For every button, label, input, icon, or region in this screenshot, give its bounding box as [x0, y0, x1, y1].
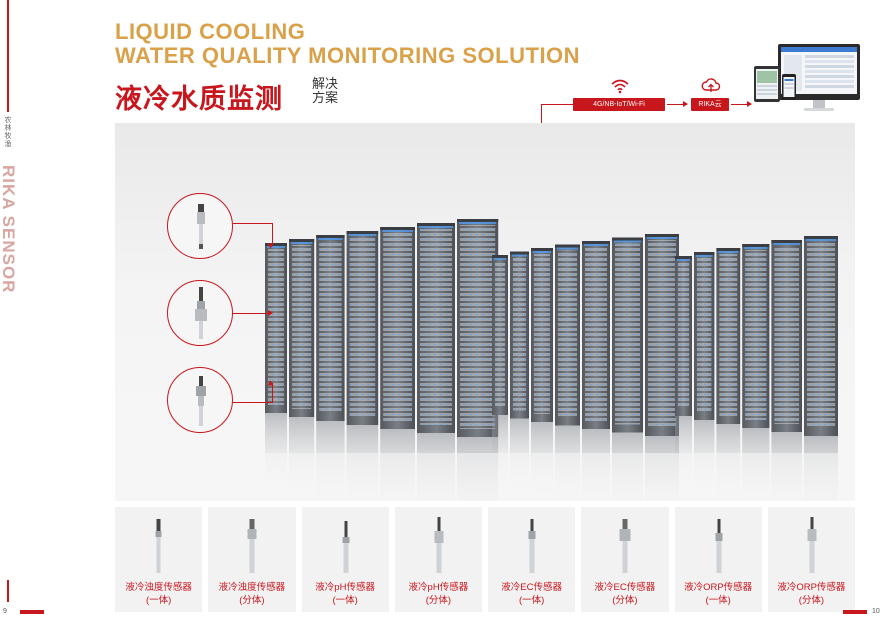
title-line-1: LIQUID COOLING: [115, 19, 306, 44]
probe-callout-3: [167, 367, 233, 433]
product-name: 液冷ORP传感器: [777, 582, 846, 593]
product-name: 液冷ORP传感器: [684, 582, 753, 593]
product-card: 液冷EC传感器 (一体): [488, 507, 576, 612]
flow-arrow-2: [731, 101, 752, 107]
page-accent-left: [20, 610, 44, 614]
title-chinese: 液冷水质监测: [115, 84, 283, 114]
sensor-probe-icon: [619, 519, 631, 573]
sensor-probe-icon: [434, 517, 444, 573]
sensor-probe-icon: [155, 519, 162, 573]
product-name: 液冷EC传感器: [501, 582, 562, 593]
product-variant: (一体): [332, 595, 358, 606]
sensor-probe-icon: [807, 517, 817, 573]
probe-icon: [196, 376, 206, 426]
product-card: 液冷ORP传感器 (分体): [767, 507, 855, 612]
callout-arrow-3: [267, 380, 274, 386]
cloud-label-box: RIKA云: [691, 98, 729, 111]
product-variant: (分体): [425, 595, 452, 606]
title-english: LIQUID COOLING WATER QUALITY MONITORING …: [115, 20, 580, 68]
sensor-probe-icon: [715, 519, 722, 573]
sensor-probe-icon: [342, 521, 349, 573]
product-name: 液冷pH传感器: [408, 582, 469, 593]
cloud-upload-icon: [701, 78, 721, 92]
product-card: 液冷浊度传感器 (一体): [115, 507, 203, 612]
product-name: 液冷浊度传感器: [218, 582, 286, 593]
product-card: 液冷ORP传感器 (一体): [674, 507, 762, 612]
product-variant: (分体): [798, 595, 825, 606]
callout-arrow-1: [267, 243, 274, 249]
product-card: 液冷EC传感器 (分体): [581, 507, 669, 612]
product-variant: (分体): [612, 595, 638, 606]
brand-name: RIKA SENSOR: [0, 165, 18, 294]
product-card: 液冷pH传感器 (一体): [301, 507, 389, 612]
rail-accent-line-bottom: [7, 580, 9, 602]
product-name: 液冷浊度传感器: [125, 582, 192, 593]
flow-connector-horizontal: [541, 104, 573, 105]
network-label-box: 4G/NB-IoT/Wi-Fi: [573, 98, 665, 111]
probe-icon: [197, 204, 205, 249]
title-sub-line-2: 方案: [312, 90, 339, 105]
title-chinese-sub: 解决 方案: [312, 77, 338, 105]
product-card: 液冷pH传感器 (分体): [394, 507, 482, 612]
product-name: 液冷pH传感器: [315, 582, 375, 593]
product-name: 液冷EC传感器: [594, 582, 656, 593]
page-accent-right: [843, 610, 867, 614]
callout-connector-1: [233, 223, 272, 224]
brand-vertical: RIKA SENSOR: [0, 165, 20, 325]
page-number-left: 9: [3, 608, 7, 615]
title-sub-line-1: 解决: [312, 76, 339, 91]
product-variant: (一体): [518, 595, 545, 606]
category-label: 农林牧渔: [4, 117, 12, 148]
callout-connector-3b: [272, 383, 273, 403]
monitoring-devices-icon: [754, 44, 860, 111]
callout-connector-1b: [272, 223, 273, 245]
title-line-2: WATER QUALITY MONITORING SOLUTION: [115, 43, 581, 68]
wifi-icon: [611, 79, 629, 94]
product-card: 液冷浊度传感器 (分体): [208, 507, 296, 612]
sensor-probe-icon: [247, 519, 257, 573]
product-variant: (一体): [145, 595, 172, 606]
probe-icon: [195, 287, 207, 339]
probe-callout-1: [167, 193, 233, 259]
sensor-probe-icon: [528, 519, 536, 573]
server-racks-illustration: [115, 219, 855, 501]
flow-arrow-1: [667, 101, 688, 107]
probe-callout-2: [167, 280, 233, 346]
product-variant: (分体): [239, 595, 265, 606]
server-room-image: [115, 123, 855, 501]
product-variant: (一体): [705, 595, 731, 606]
product-list: 液冷浊度传感器(一体)液冷浊度传感器(分体)液冷pH传感器(一体)液冷pH传感器…: [115, 507, 855, 612]
page-number-right: 10: [872, 608, 880, 615]
callout-arrow-2: [268, 310, 273, 316]
callout-connector-2: [233, 313, 269, 314]
rail-accent-line: [7, 0, 9, 112]
callout-connector-3: [233, 402, 272, 403]
